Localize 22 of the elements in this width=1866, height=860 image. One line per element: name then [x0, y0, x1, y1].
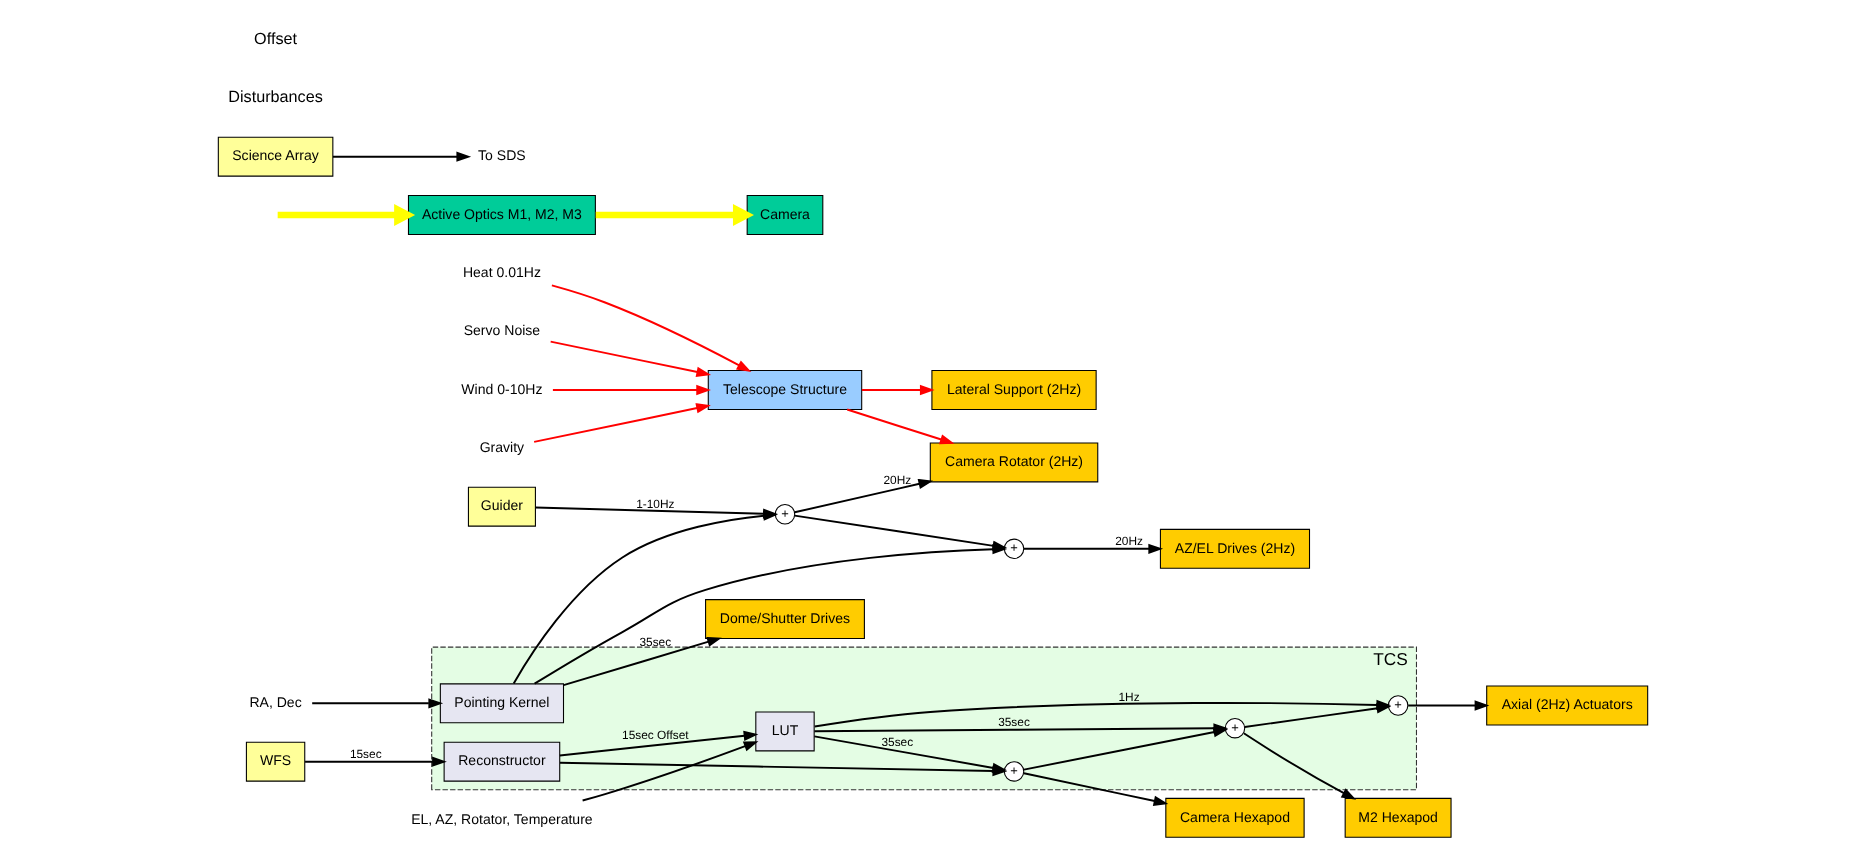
- arrow: [1023, 543, 1164, 554]
- arrow: [331, 151, 472, 162]
- arrow: [558, 730, 759, 757]
- arrow: [1242, 732, 1357, 800]
- arrow: [551, 384, 711, 396]
- arrow: [793, 514, 1008, 551]
- arrow: [550, 284, 752, 372]
- arrow: [860, 384, 935, 396]
- arrow: [533, 403, 711, 443]
- arrow: [304, 756, 447, 767]
- arrow: [1023, 772, 1169, 806]
- arrow: [1243, 703, 1392, 728]
- arrow: [595, 203, 754, 227]
- arrow: [793, 478, 934, 514]
- arrow: [581, 741, 759, 802]
- arrow: [562, 637, 722, 687]
- arrow: [1407, 700, 1490, 711]
- arrow: [277, 203, 416, 227]
- arrow: [846, 408, 955, 445]
- arrow: [311, 698, 444, 709]
- arrow: [1023, 727, 1229, 771]
- arrow: [549, 340, 712, 377]
